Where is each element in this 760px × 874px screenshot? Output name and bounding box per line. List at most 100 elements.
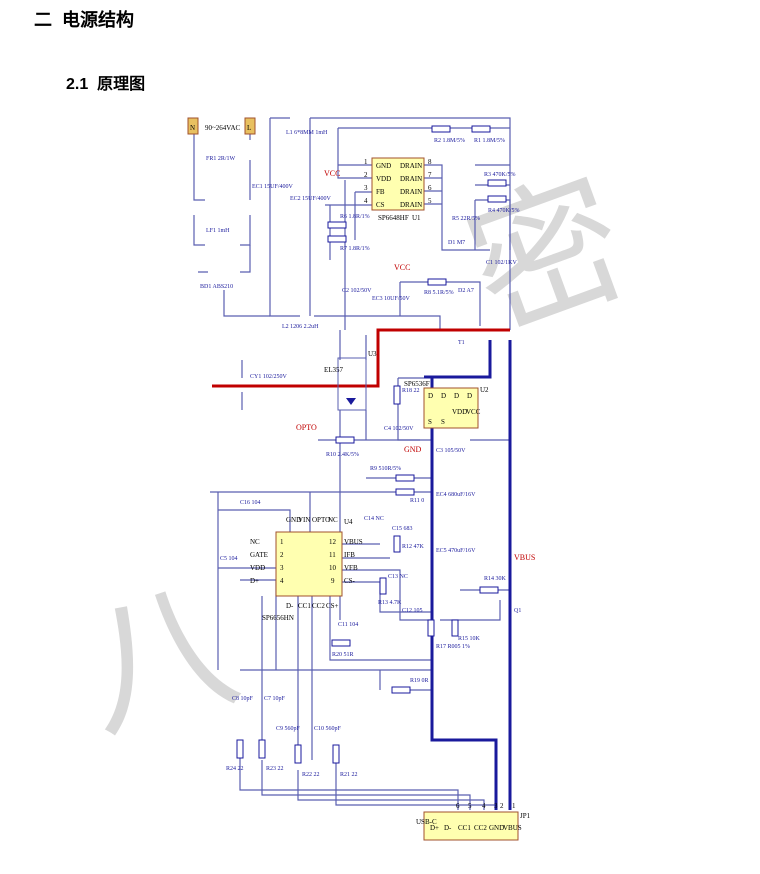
svg-text:IFB: IFB bbox=[344, 551, 355, 559]
net-label-vbus: VBUS bbox=[514, 553, 535, 562]
svg-text:90~264VAC: 90~264VAC bbox=[205, 124, 240, 132]
svg-text:D1 M7: D1 M7 bbox=[448, 240, 465, 246]
svg-text:7: 7 bbox=[428, 171, 432, 179]
svg-text:R20 51R: R20 51R bbox=[332, 652, 354, 658]
svg-text:C15 683: C15 683 bbox=[392, 526, 413, 532]
wires bbox=[193, 117, 511, 810]
svg-text:EC1 15UF/400V: EC1 15UF/400V bbox=[252, 184, 294, 190]
net-label-gnd: GND bbox=[404, 445, 422, 454]
svg-text:SP6656HN: SP6656HN bbox=[262, 614, 294, 622]
svg-text:C2 102/50V: C2 102/50V bbox=[342, 288, 372, 294]
svg-text:R22 22: R22 22 bbox=[302, 772, 320, 778]
svg-text:R8 5.1R/5%: R8 5.1R/5% bbox=[424, 290, 454, 296]
svg-text:CS-: CS- bbox=[344, 577, 356, 585]
svg-text:GATE: GATE bbox=[250, 551, 268, 559]
svg-text:6: 6 bbox=[428, 184, 432, 192]
svg-text:D-: D- bbox=[286, 602, 294, 610]
svg-text:R14 30K: R14 30K bbox=[484, 576, 507, 582]
svg-text:GND: GND bbox=[376, 162, 391, 170]
u4-protocol-ic: NC GATE VDD D+ 1 2 3 4 12 11 10 9 VBUS I… bbox=[250, 516, 363, 622]
svg-text:R18 22: R18 22 bbox=[402, 388, 420, 394]
net-label-opto: OPTO bbox=[296, 423, 317, 432]
svg-text:U3: U3 bbox=[368, 350, 377, 358]
svg-text:4: 4 bbox=[364, 197, 368, 205]
svg-text:R3 470K/5%: R3 470K/5% bbox=[484, 172, 516, 178]
svg-text:D: D bbox=[428, 392, 433, 400]
component-labels: FR1 2R/1W BD1 ABS210 LF1 1mH EC1 15UF/40… bbox=[200, 130, 521, 778]
svg-text:D: D bbox=[441, 392, 446, 400]
svg-text:6: 6 bbox=[456, 802, 460, 810]
subsection-heading: 2.1 原理图 bbox=[66, 76, 146, 93]
svg-text:OPTO: OPTO bbox=[312, 516, 330, 524]
svg-text:VDD: VDD bbox=[452, 408, 467, 416]
svg-text:R21 22: R21 22 bbox=[340, 772, 358, 778]
svg-text:DRAIN: DRAIN bbox=[400, 188, 422, 196]
svg-text:R23 22: R23 22 bbox=[266, 766, 284, 772]
svg-text:5: 5 bbox=[468, 802, 472, 810]
svg-text:L2 1206 2.2uH: L2 1206 2.2uH bbox=[282, 324, 319, 330]
svg-text:NC: NC bbox=[328, 516, 338, 524]
svg-text:JP1: JP1 bbox=[520, 812, 531, 820]
svg-text:VDD: VDD bbox=[376, 175, 391, 183]
svg-text:C8 10pF: C8 10pF bbox=[232, 696, 254, 702]
svg-text:3: 3 bbox=[364, 184, 368, 192]
svg-text:R7 1.8R/1%: R7 1.8R/1% bbox=[340, 246, 370, 252]
svg-text:12: 12 bbox=[329, 538, 337, 546]
svg-text:1: 1 bbox=[280, 538, 284, 546]
jp1-usb-c-connector: D+ D- CC1 CC2 GND VBUS 6 5 4 3 2 1 USB-C… bbox=[416, 802, 531, 841]
svg-text:FR1 2R/1W: FR1 2R/1W bbox=[206, 156, 236, 162]
svg-text:C13 NC: C13 NC bbox=[388, 574, 408, 580]
svg-text:R19 0R: R19 0R bbox=[410, 678, 429, 684]
svg-text:R15 10K: R15 10K bbox=[458, 636, 481, 642]
svg-text:SP6536F: SP6536F bbox=[404, 380, 430, 388]
svg-text:D+: D+ bbox=[250, 577, 259, 585]
power-rails bbox=[212, 328, 512, 810]
svg-text:4: 4 bbox=[482, 802, 486, 810]
svg-text:D-: D- bbox=[444, 824, 452, 832]
svg-text:CC2: CC2 bbox=[474, 824, 487, 832]
svg-text:2: 2 bbox=[280, 551, 284, 559]
u2-sync-rectifier: D D D D S S VDD VCC SP6536F U2 bbox=[404, 380, 489, 429]
svg-text:C12 105: C12 105 bbox=[402, 608, 423, 614]
svg-text:VBUS: VBUS bbox=[503, 824, 522, 832]
net-label-vcc: VCC bbox=[394, 263, 410, 272]
svg-text:L1 6*8MM 1mH: L1 6*8MM 1mH bbox=[286, 130, 328, 136]
svg-text:FB: FB bbox=[376, 188, 385, 196]
svg-text:C14 NC: C14 NC bbox=[364, 516, 384, 522]
svg-text:R9 510R/5%: R9 510R/5% bbox=[370, 466, 401, 472]
svg-text:U4: U4 bbox=[344, 518, 353, 526]
svg-text:S: S bbox=[428, 418, 432, 426]
svg-text:U1: U1 bbox=[412, 214, 421, 222]
svg-text:EC3 10UF/50V: EC3 10UF/50V bbox=[372, 296, 411, 302]
svg-text:R13 4.7K: R13 4.7K bbox=[378, 600, 402, 606]
svg-text:C3 105/50V: C3 105/50V bbox=[436, 448, 466, 454]
svg-text:D: D bbox=[467, 392, 472, 400]
svg-text:DRAIN: DRAIN bbox=[400, 175, 422, 183]
svg-text:9: 9 bbox=[331, 577, 335, 585]
svg-text:EC2 15UF/400V: EC2 15UF/400V bbox=[290, 196, 332, 202]
svg-text:LF1 1mH: LF1 1mH bbox=[206, 228, 230, 234]
svg-text:DRAIN: DRAIN bbox=[400, 201, 422, 209]
svg-text:VIN: VIN bbox=[298, 516, 310, 524]
svg-text:T1: T1 bbox=[458, 340, 465, 346]
ac-input: N L 90~264VAC bbox=[187, 117, 256, 135]
svg-text:Q1: Q1 bbox=[514, 608, 521, 614]
svg-text:CY1 102/250V: CY1 102/250V bbox=[250, 374, 288, 380]
svg-text:3: 3 bbox=[494, 802, 498, 810]
svg-text:R4 470K/5%: R4 470K/5% bbox=[488, 208, 520, 214]
svg-text:NC: NC bbox=[250, 538, 260, 546]
svg-text:DRAIN: DRAIN bbox=[400, 162, 422, 170]
svg-text:EC4 680uF/16V: EC4 680uF/16V bbox=[436, 492, 476, 498]
watermark: 八 bbox=[64, 556, 254, 763]
svg-text:VFB: VFB bbox=[344, 564, 358, 572]
svg-text:C10 560pF: C10 560pF bbox=[314, 726, 342, 732]
svg-text:L: L bbox=[247, 124, 251, 132]
svg-text:R10 2.4K/5%: R10 2.4K/5% bbox=[326, 452, 359, 458]
svg-text:C7 10pF: C7 10pF bbox=[264, 696, 286, 702]
svg-text:2: 2 bbox=[500, 802, 504, 810]
svg-text:R1 1.8M/5%: R1 1.8M/5% bbox=[474, 138, 505, 144]
svg-text:D: D bbox=[454, 392, 459, 400]
svg-text:BD1 ABS210: BD1 ABS210 bbox=[200, 284, 233, 290]
svg-text:R11 0: R11 0 bbox=[410, 498, 424, 504]
svg-text:C1 102/1KV: C1 102/1KV bbox=[486, 260, 518, 266]
